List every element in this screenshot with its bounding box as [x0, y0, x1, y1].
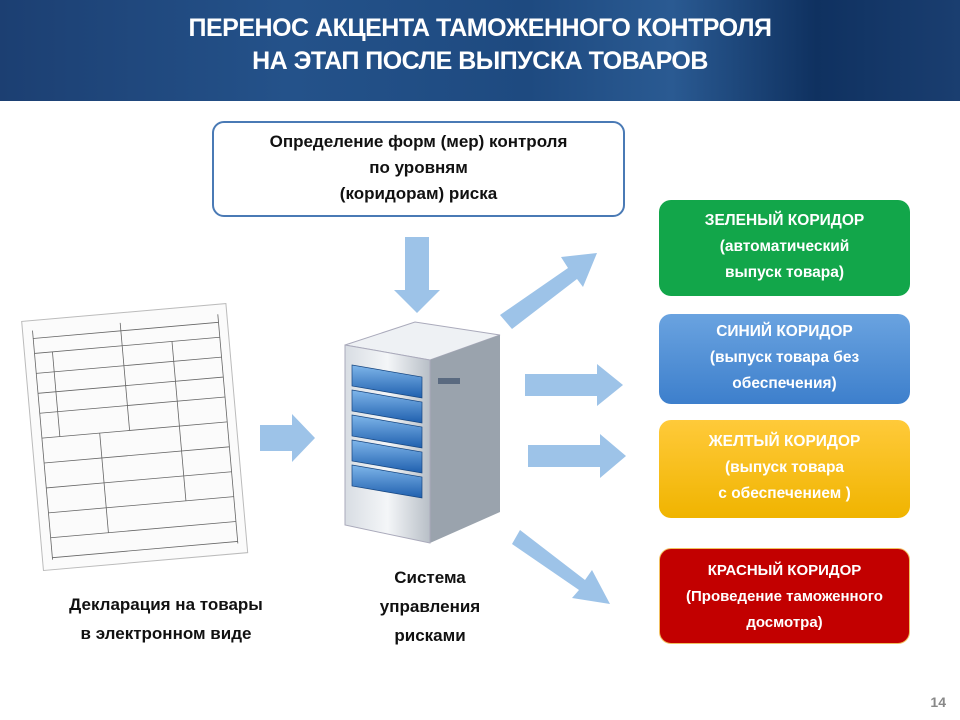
- red-corridor-box: КРАСНЫЙ КОРИДОР (Проведение таможенного до…: [659, 548, 910, 644]
- control-forms-box: Определение форм (мер) контроля по уровн…: [212, 121, 625, 217]
- text-line: с обеспечением ): [718, 485, 851, 502]
- text-line: Декларация на товары: [69, 595, 263, 614]
- blue-corridor-box: СИНИЙ КОРИДОР (выпуск товара без обеспечен…: [659, 314, 910, 404]
- text-line: ЗЕЛЕНЫЙ КОРИДОР: [704, 212, 865, 229]
- slide-title: ПЕРЕНОС АКЦЕНТА ТАМОЖЕННОГО КОНТРОЛЯ НА …: [0, 0, 960, 78]
- text-line: (выпуск товара: [724, 459, 845, 476]
- arrow-up-right-icon: [500, 253, 597, 329]
- arrows: [260, 237, 626, 604]
- text-line: обеспечения): [732, 375, 837, 392]
- arrow-right-icon: [260, 414, 315, 462]
- text-line: (автоматический: [719, 238, 850, 255]
- text-line: ПЕРЕНОС АКЦЕНТА ТАМОЖЕННОГО КОНТРОЛЯ: [188, 14, 772, 42]
- text-line: досмотра): [746, 614, 823, 631]
- declaration-caption: Декларация на товары в электронном виде: [40, 590, 292, 648]
- text-line: (коридорам) риска: [339, 184, 498, 203]
- text-line: управления: [379, 597, 481, 616]
- text-line: Система: [394, 568, 466, 587]
- text-line: КРАСНЫЙ КОРИДОР: [707, 562, 862, 579]
- arrow-right-icon: [528, 434, 626, 478]
- system-caption: Система управления рисками: [350, 563, 510, 650]
- arrow-down-right-icon: [512, 530, 610, 604]
- page-number: 14: [930, 694, 946, 710]
- text-line: в электронном виде: [80, 624, 252, 643]
- text-line: по уровням: [369, 158, 468, 177]
- text-line: (выпуск товара без: [709, 349, 860, 366]
- text-line: Определение форм (мер) контроля: [269, 132, 568, 151]
- slide-header: ПЕРЕНОС АКЦЕНТА ТАМОЖЕННОГО КОНТРОЛЯ НА …: [0, 0, 960, 101]
- text-line: выпуск товара): [724, 264, 845, 281]
- yellow-corridor-box: ЖЕЛТЫЙ КОРИДОР (выпуск товара с обеспечени…: [659, 420, 910, 518]
- text-line: рисками: [394, 626, 466, 645]
- text-line: СИНИЙ КОРИДОР: [716, 323, 853, 340]
- green-corridor-box: ЗЕЛЕНЫЙ КОРИДОР (автоматический выпуск тов…: [659, 200, 910, 296]
- text-line: ЖЕЛТЫЙ КОРИДОР: [708, 433, 861, 450]
- declaration-document-image: [21, 303, 249, 572]
- server-icon: [344, 321, 501, 544]
- text-line: НА ЭТАП ПОСЛЕ ВЫПУСКА ТОВАРОВ: [252, 47, 708, 75]
- text-line: (Проведение таможенного: [686, 588, 883, 605]
- arrow-down-icon: [394, 237, 440, 313]
- arrow-right-icon: [525, 364, 623, 406]
